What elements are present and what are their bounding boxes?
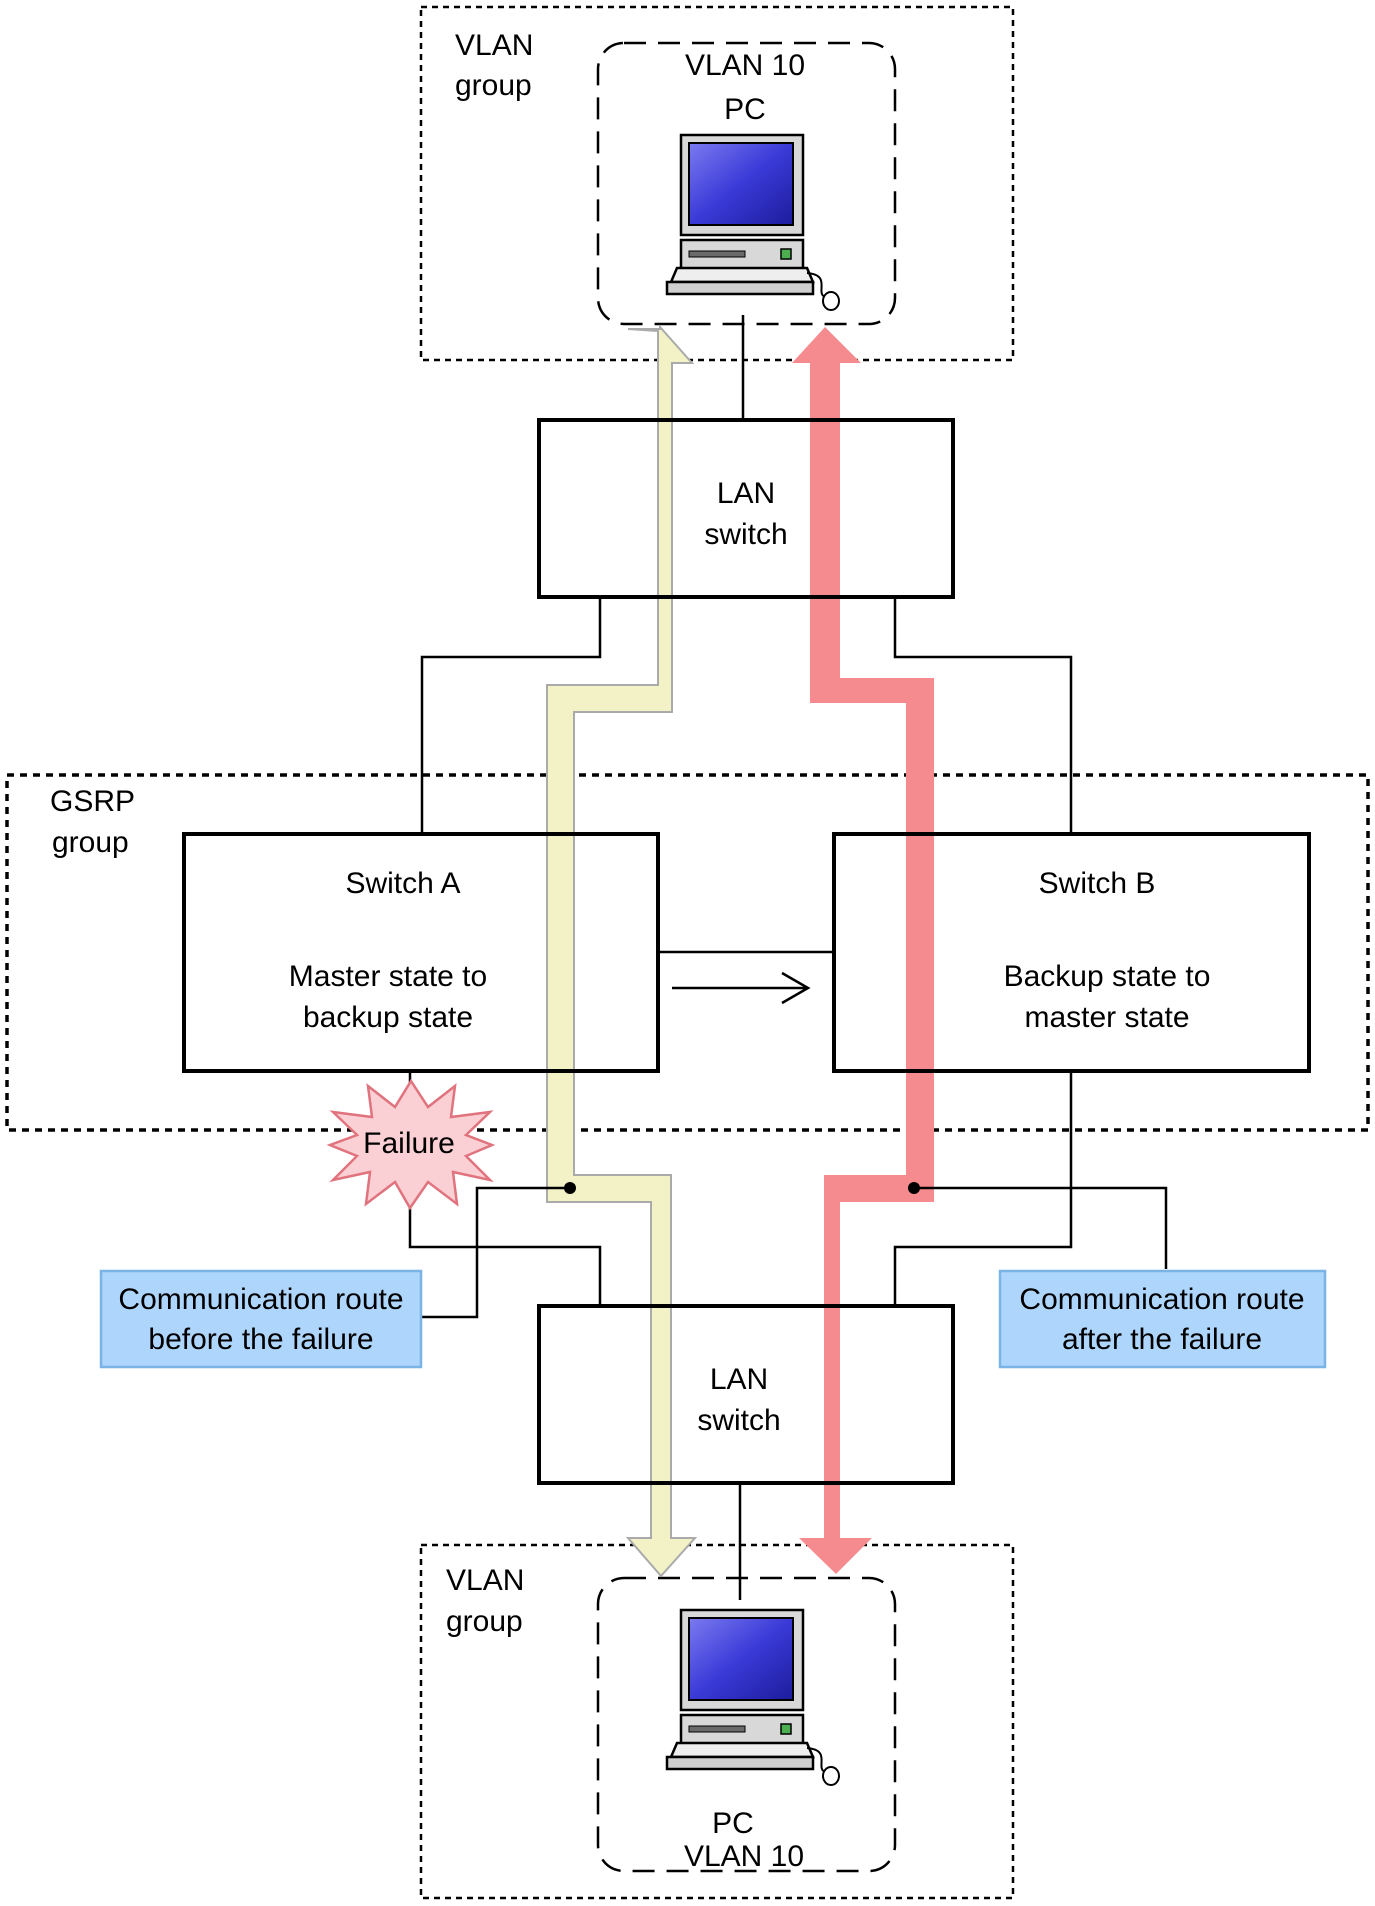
vlan-group-top-label-line2: group [455, 69, 532, 102]
vlan10-top-label: VLAN 10 [685, 49, 805, 82]
callout-before-line2: before the failure [148, 1323, 373, 1356]
callout-before-line1: Communication route [118, 1283, 403, 1316]
callout-after-line2: after the failure [1062, 1323, 1262, 1356]
failure-label: Failure [363, 1127, 455, 1160]
gsrp-group-label-line1: GSRP [50, 785, 135, 818]
lan-switch-bottom-line1: LAN [710, 1363, 768, 1396]
pc-icon-top [665, 133, 840, 311]
vlan-group-top-label-line1: VLAN [455, 29, 533, 62]
state-transition-arrow [672, 971, 811, 1005]
pc-icon-bottom [665, 1608, 840, 1786]
callout-after-box [998, 1269, 1327, 1369]
gsrp-group-label-line2: group [52, 826, 129, 859]
switch-b-state-line2: master state [1024, 1001, 1189, 1034]
gsrp-group-box [5, 773, 1370, 1132]
pc-top-label: PC [724, 93, 766, 126]
lan-switch-top [537, 418, 955, 599]
callout-after-line1: Communication route [1019, 1283, 1304, 1316]
lan-switch-bottom-line2: switch [697, 1404, 780, 1437]
vlan-group-bottom-label-line2: group [446, 1605, 523, 1638]
vlan10-bottom-label: VLAN 10 [684, 1840, 804, 1873]
vlan-group-bottom-label-line1: VLAN [446, 1564, 524, 1597]
lan-switch-bottom [537, 1304, 955, 1485]
switch-a-state-line1: Master state to [289, 960, 487, 993]
vlan10-bottom-box [596, 1576, 897, 1873]
route-after-failure [792, 327, 934, 1574]
pc-bottom-label: PC [712, 1807, 754, 1840]
switch-a-state-line2: backup state [303, 1001, 473, 1034]
lan-switch-top-line1: LAN [717, 477, 775, 510]
failure-starburst [326, 1078, 496, 1211]
lan-switch-top-line2: switch [704, 518, 787, 551]
callout-leaders [421, 1182, 1168, 1319]
switch-b-state-line1: Backup state to [1004, 960, 1211, 993]
switch-a-name: Switch A [345, 867, 460, 900]
callout-before-box [99, 1269, 423, 1369]
vlan10-top-box [596, 41, 897, 326]
switch-b-name: Switch B [1039, 867, 1156, 900]
